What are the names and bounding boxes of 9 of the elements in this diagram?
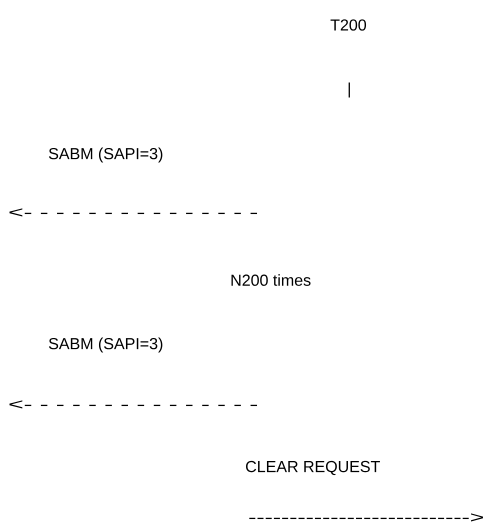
timer-label: T200 bbox=[330, 19, 366, 31]
tick-mark: | bbox=[348, 82, 350, 98]
repeat-label: N200 times bbox=[232, 274, 311, 286]
message-label: CLEAR REQUEST bbox=[246, 460, 380, 476]
message-label: SABM (SAPI=3) bbox=[48, 338, 162, 352]
message-label: SABM (SAPI=3) bbox=[48, 148, 162, 162]
ascii-arrow: <- - - - - - - - - - - - - - - bbox=[10, 400, 258, 408]
ascii-arrow: <- - - - - - - - - - - - - - - bbox=[10, 208, 258, 216]
ascii-arrow: ---------------------------> bbox=[249, 513, 483, 522]
